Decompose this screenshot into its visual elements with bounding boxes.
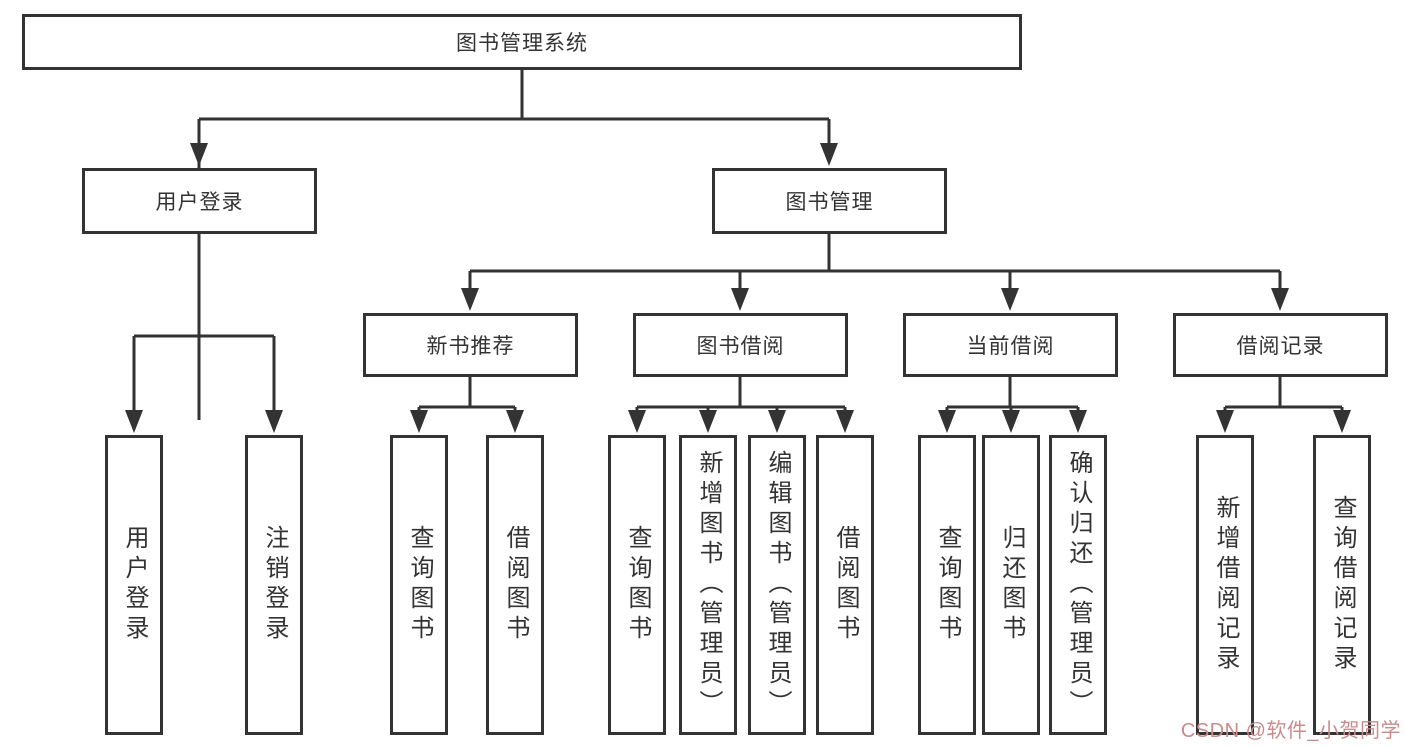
- arrowhead-icon: [410, 410, 428, 433]
- node-label: 用户登录: [155, 191, 244, 214]
- node-leaf-query-borrow-record: 查询借阅记录: [1313, 435, 1371, 735]
- arrowhead-icon: [1001, 288, 1019, 311]
- node-label: 当前借阅: [966, 335, 1055, 358]
- node-user-login: 用户登录: [82, 168, 317, 234]
- arrowhead-icon: [938, 410, 956, 433]
- leaf-label: 查询图书: [624, 525, 651, 645]
- leaf-label: 新增图书（管理员）: [695, 450, 722, 720]
- leaf-label: 查询借阅记录: [1329, 495, 1356, 675]
- leaf-label: 注销登录: [261, 525, 288, 645]
- arrowhead-icon: [820, 143, 838, 166]
- node-leaf-edit-book-admin: 编辑图书（管理员）: [748, 435, 806, 735]
- node-current-borrow: 当前借阅: [903, 313, 1118, 377]
- node-new-book-recommend: 新书推荐: [363, 313, 578, 377]
- node-label: 图书借阅: [696, 335, 785, 358]
- leaf-label: 查询图书: [406, 525, 433, 645]
- leaf-label: 确认归还（管理员）: [1065, 450, 1092, 720]
- leaf-label: 编辑图书（管理员）: [764, 450, 791, 720]
- leaf-label: 借阅图书: [502, 525, 529, 645]
- arrowhead-icon: [699, 410, 717, 433]
- leaf-label: 用户登录: [121, 525, 148, 645]
- node-leaf-logout: 注销登录: [245, 435, 303, 735]
- connector-bookmgmt-to-level3: [468, 234, 1282, 296]
- arrowhead-icon: [1069, 410, 1087, 433]
- arrowhead-icon: [1216, 410, 1234, 433]
- connector-root-to-level2: [197, 70, 831, 420]
- node-root-system: 图书管理系统: [22, 14, 1022, 70]
- node-leaf-user-login: 用户登录: [105, 435, 163, 735]
- arrowhead-icon: [125, 410, 143, 433]
- node-leaf-query-books-1: 查询图书: [390, 435, 448, 735]
- arrowhead-icon: [1333, 410, 1351, 433]
- arrowhead-icon: [461, 288, 479, 311]
- arrowhead-icon: [1271, 288, 1289, 311]
- arrowhead-icon: [731, 288, 749, 311]
- connector-shafts: [132, 70, 1344, 420]
- node-leaf-query-books-3: 查询图书: [918, 435, 976, 735]
- node-borrow-records: 借阅记录: [1173, 313, 1388, 377]
- arrowhead-icon: [506, 410, 524, 433]
- node-label: 图书管理系统: [456, 32, 588, 55]
- node-label: 借阅记录: [1236, 335, 1325, 358]
- connector-borrow-to-leaves: [635, 377, 847, 420]
- arrowhead-icon: [190, 143, 208, 166]
- leaf-label: 查询图书: [934, 525, 961, 645]
- leaf-label: 新增借阅记录: [1212, 495, 1239, 675]
- csdn-watermark: CSDN @软件_小贺同学: [1180, 720, 1401, 742]
- arrowhead-icon: [836, 410, 854, 433]
- node-leaf-add-borrow-record: 新增借阅记录: [1196, 435, 1254, 735]
- arrowheads: [125, 143, 1351, 433]
- node-leaf-confirm-return-admin: 确认归还（管理员）: [1049, 435, 1107, 735]
- arrowhead-icon: [768, 410, 786, 433]
- leaf-label: 借阅图书: [832, 525, 859, 645]
- node-label: 图书管理: [785, 191, 874, 214]
- node-book-management: 图书管理: [712, 168, 947, 234]
- arrowhead-icon: [265, 410, 283, 433]
- node-leaf-return-book: 归还图书: [982, 435, 1040, 735]
- node-leaf-borrow-books-2: 借阅图书: [816, 435, 874, 735]
- connector-newbook-to-leaves: [417, 377, 517, 420]
- node-book-borrow: 图书借阅: [633, 313, 848, 377]
- node-leaf-add-book-admin: 新增图书（管理员）: [679, 435, 737, 735]
- arrowhead-icon: [628, 410, 646, 433]
- connector-records-to-leaves: [1223, 377, 1344, 420]
- node-leaf-query-books-2: 查询图书: [608, 435, 666, 735]
- leaf-label: 归还图书: [998, 525, 1025, 645]
- arrowhead-icon: [1002, 410, 1020, 433]
- connector-userlogin-to-leaves: [132, 234, 276, 420]
- node-label: 新书推荐: [426, 335, 515, 358]
- node-leaf-borrow-books-1: 借阅图书: [486, 435, 544, 735]
